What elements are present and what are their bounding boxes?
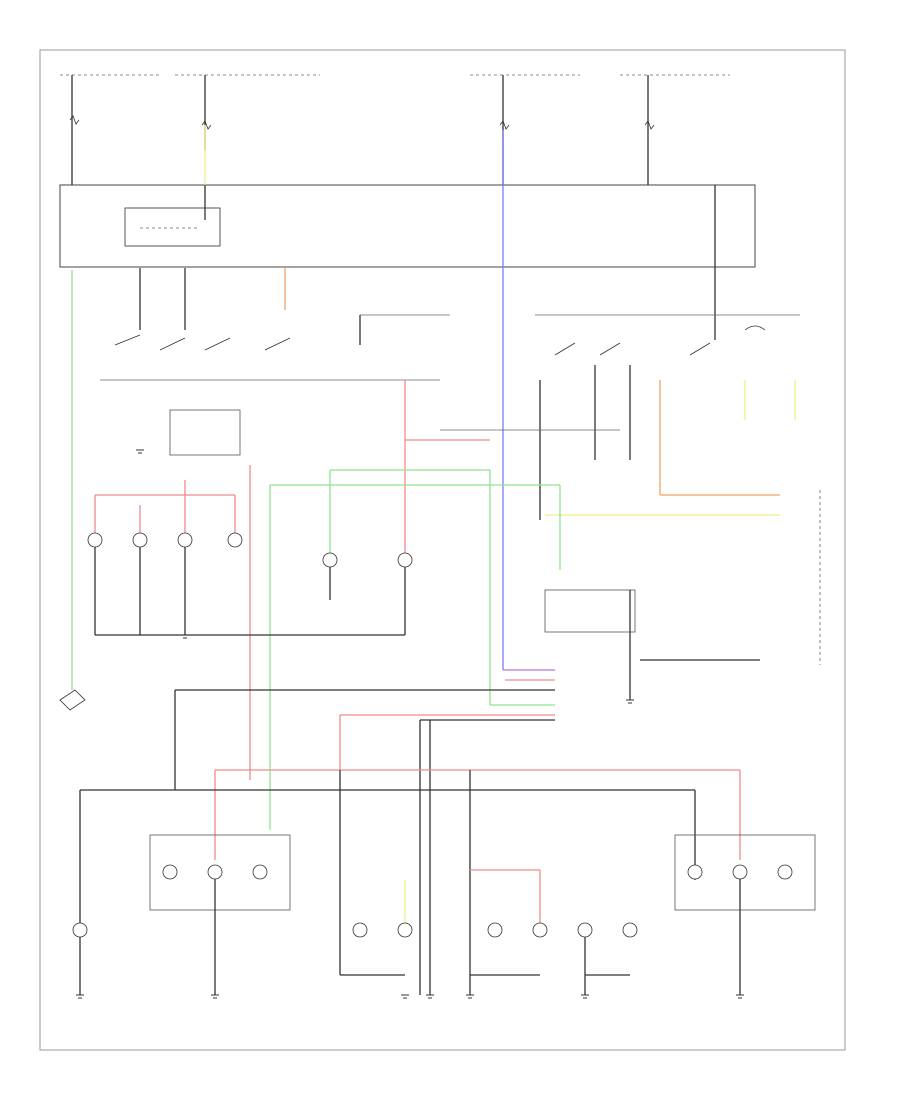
relay	[124, 207, 221, 247]
lamp-icon	[732, 864, 748, 880]
switch-row-1	[100, 268, 450, 381]
lamp-icon	[87, 532, 103, 548]
lamp-icon	[687, 864, 703, 880]
lamp-icon	[132, 532, 148, 548]
lamp-icon	[777, 864, 793, 880]
ground-symbols	[76, 449, 744, 999]
lamp-icon	[162, 864, 178, 880]
lower-distribution	[79, 690, 741, 995]
fuses	[69, 115, 655, 130]
left-rear-lamp-module	[149, 834, 291, 911]
relay-box	[59, 184, 756, 268]
right-rear-lamp-module	[674, 834, 816, 911]
right-module	[544, 589, 636, 633]
left-side-switch	[59, 689, 86, 711]
lamp-icon	[207, 864, 223, 880]
diagram-border	[39, 49, 846, 1051]
switch-row-2	[535, 314, 821, 665]
lamp-icon	[252, 864, 268, 880]
left-lamp-group	[87, 409, 405, 636]
lamp-icon	[177, 532, 193, 548]
connector-bundle	[175, 669, 555, 721]
lamp-icon	[397, 552, 413, 568]
center-lower-lamps	[72, 869, 638, 995]
lamp-icon	[227, 532, 243, 548]
lamp-icon	[322, 552, 338, 568]
mid-routing	[249, 380, 620, 830]
